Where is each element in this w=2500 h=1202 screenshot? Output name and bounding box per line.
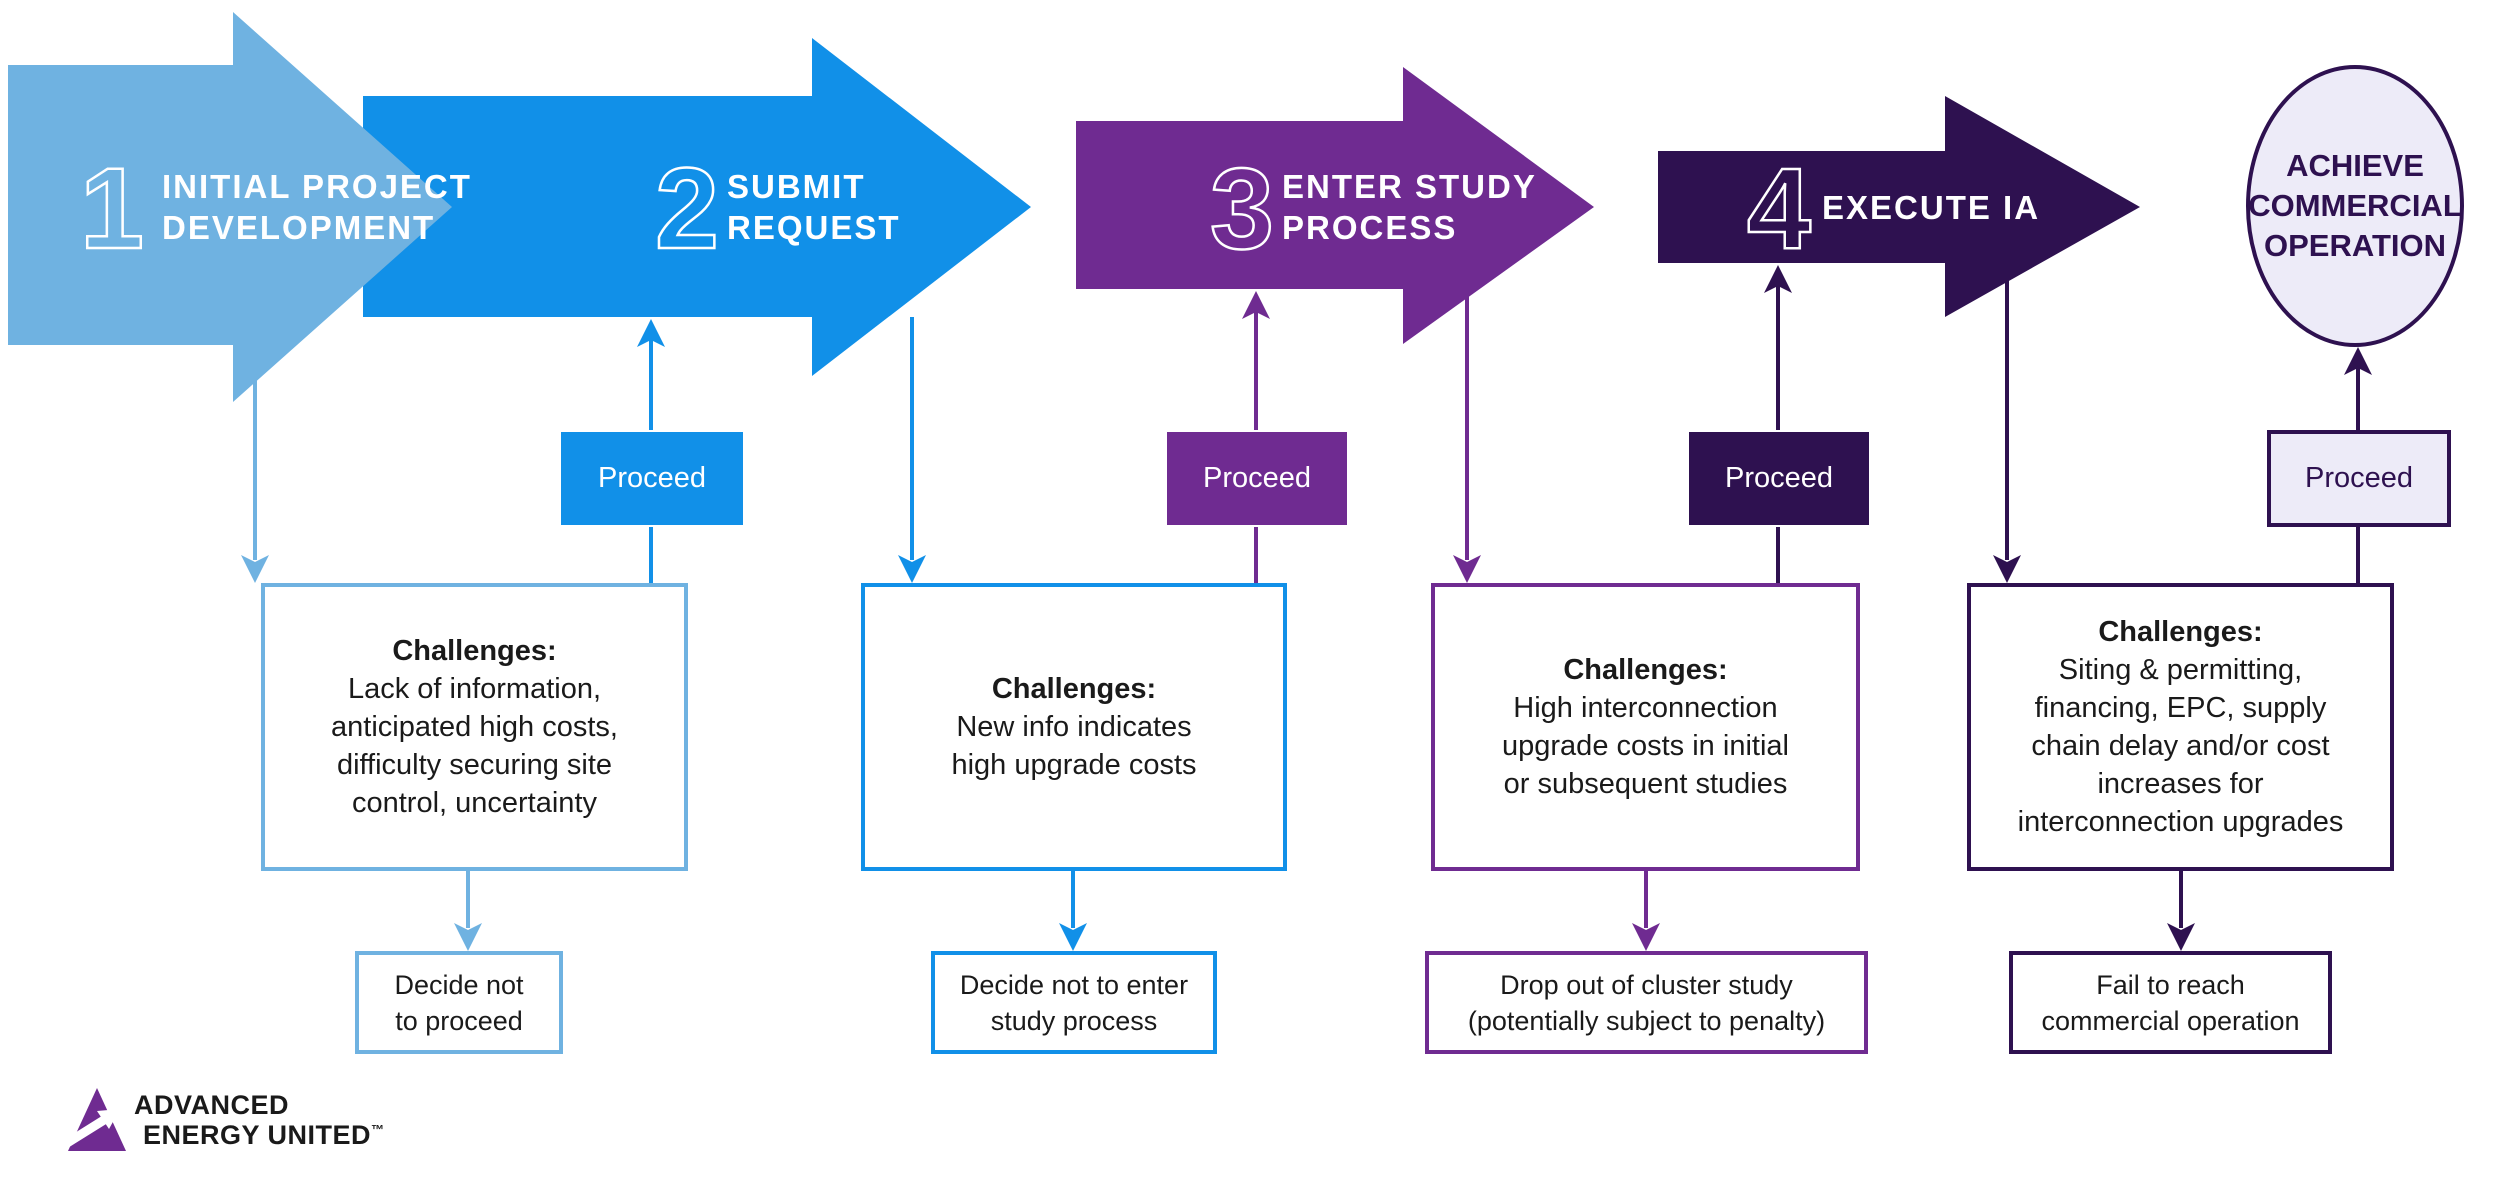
- stage-3-outcome-arrowhead-icon: [1632, 923, 1660, 951]
- stage-3-arrow-shape: [1076, 67, 1594, 344]
- stage-1-outcome-arrowhead-icon: [454, 923, 482, 951]
- proceed-2-label: Proceed: [1202, 462, 1311, 494]
- proceed-2-box-shape: [1167, 432, 1347, 525]
- proceed-4-label: Proceed: [2304, 462, 2413, 494]
- stage-4-label: EXECUTE IA: [1822, 189, 2041, 226]
- challenges-4-title: Challenges:: [2098, 616, 2263, 648]
- stage-1-arrow-shape: [8, 12, 452, 402]
- outcome-3-box-shape: [1425, 951, 1868, 1054]
- logo-arrow-shaft-icon: [53, 1116, 107, 1154]
- outcome-2-box: Decide not to enter study process: [959, 969, 1189, 1036]
- challenges-1-box-shape: [261, 583, 688, 871]
- proceed-1-box-shape: [561, 432, 743, 525]
- stage-1-number: 1: [80, 145, 144, 273]
- challenges-3-box-shape: [1431, 583, 1860, 871]
- stage-2-down-arrowhead-icon: [898, 555, 926, 583]
- stage-4-down-arrowhead-icon: [1993, 555, 2021, 583]
- outcome-4-box: Fail to reach commercial operation: [2041, 969, 2300, 1036]
- stage-3-number: 3: [1210, 145, 1274, 273]
- outcome-3-box: Drop out of cluster study (potentially s…: [1467, 969, 1826, 1036]
- stage-4-arrow-shape: [1658, 96, 2140, 317]
- stage-2-label: SUBMIT REQUEST: [727, 168, 901, 246]
- challenges-1-box: Challenges: Lack of information, anticip…: [263, 585, 686, 869]
- outcome-4-box-shape: [2009, 951, 2332, 1054]
- logo-line-2: ENERGY UNITED™: [143, 1120, 385, 1151]
- proceed-2-up-arrowhead-icon: [1242, 291, 1270, 319]
- challenges-4-box: Challenges: Siting & permitting, financi…: [1969, 585, 2392, 869]
- challenges-4-box-shape: [1967, 583, 2394, 871]
- logo-arrowhead-icon: [97, 1109, 120, 1129]
- stage-2-number: 2: [655, 145, 719, 273]
- challenges-2-text: New info indicates high upgrade costs: [951, 711, 1197, 781]
- outcome-1-box: Decide not to proceed: [394, 969, 524, 1036]
- challenges-4-text: Siting & permitting, financing, EPC, sup…: [2017, 654, 2344, 838]
- outcome-2-box-shape: [931, 951, 1217, 1054]
- challenges-3-box: Challenges: High interconnection upgrade…: [1433, 585, 1858, 869]
- stage-4-outcome-arrowhead-icon: [2167, 923, 2195, 951]
- stage-1-label: INITIAL PROJECT DEVELOPMENT: [162, 168, 472, 246]
- proceed-3-label: Proceed: [1724, 462, 1833, 494]
- stage-3-label: ENTER STUDY PROCESS: [1282, 168, 1537, 246]
- challenges-1-title: Challenges:: [392, 635, 557, 667]
- stage-1-down-arrowhead-icon: [241, 555, 269, 583]
- final-circle-label: ACHIEVE COMMERCIAL OPERATION: [2248, 148, 2462, 263]
- challenges-2-box-shape: [861, 583, 1287, 871]
- proceed-3-up-arrowhead-icon: [1764, 265, 1792, 293]
- outcome-1-box-shape: [355, 951, 563, 1054]
- proceed-1-up-arrowhead-icon: [637, 319, 665, 347]
- stage-3-down-arrowhead-icon: [1453, 555, 1481, 583]
- stage-2-arrow-shape: [363, 38, 1031, 376]
- logo-trademark: ™: [371, 1122, 385, 1137]
- stage-2-outcome-arrowhead-icon: [1059, 923, 1087, 951]
- logo-line-1: ADVANCED: [134, 1090, 290, 1120]
- final-circle: [2246, 65, 2464, 347]
- logo-line-2-text: ENERGY UNITED: [143, 1120, 372, 1150]
- challenges-3-title: Challenges:: [1563, 654, 1728, 686]
- challenges-2-box: Challenges: New info indicates high upgr…: [863, 585, 1285, 869]
- stage-4-number: 4: [1747, 145, 1811, 273]
- proceed-4-up-arrowhead-icon: [2344, 347, 2372, 375]
- challenges-3-text: High interconnection upgrade costs in in…: [1502, 692, 1789, 800]
- challenges-2-title: Challenges:: [991, 673, 1157, 705]
- proceed-1-label: Proceed: [597, 462, 706, 494]
- challenges-1-text: Lack of information, anticipated high co…: [331, 673, 618, 819]
- proceed-3-box-shape: [1689, 432, 1869, 525]
- proceed-4-box-shape: [2267, 430, 2451, 527]
